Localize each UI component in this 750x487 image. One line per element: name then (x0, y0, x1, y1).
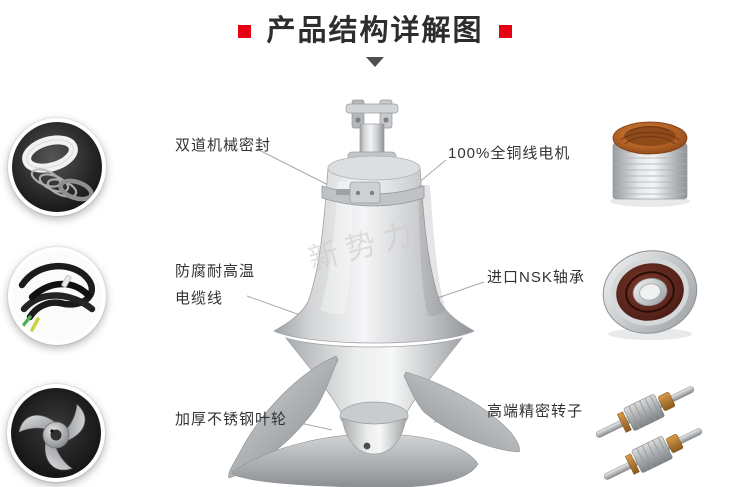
impeller-photo-image (11, 388, 101, 478)
propeller-hub (339, 401, 409, 455)
hose-clamp (321, 181, 425, 207)
callout-label-impeller: 加厚不锈钢叶轮 (175, 411, 288, 428)
rotor-shaft-top (595, 386, 695, 438)
propeller-blade-left (228, 355, 339, 479)
bearing-photo (594, 244, 706, 344)
bearing-photo-image (602, 250, 698, 340)
impeller-photo (7, 384, 105, 482)
submersible-mixer-illustration (228, 99, 520, 487)
title-right-accent-square (498, 24, 512, 38)
mechanical-seal-photo (8, 118, 106, 216)
mechanical-seal-photo-image (12, 122, 102, 212)
rotor-shaft-bottom (603, 428, 703, 480)
callout-label-cable-line1: 防腐耐高温 (175, 263, 256, 280)
motor-stator-photo-image (610, 121, 690, 207)
title-pointer-triangle-icon (366, 57, 384, 67)
propeller-blades (228, 355, 520, 487)
motor-stator-photo (591, 110, 709, 210)
callout-label-cable: 防腐耐高温 电缆线 (175, 258, 255, 312)
callout-label-cable-line2: 电缆线 (175, 290, 224, 307)
callout-label-bearing: 进口NSK轴承 (487, 269, 585, 286)
callout-label-seal: 双道机械密封 (175, 137, 272, 154)
rotor-photo (589, 376, 713, 484)
callout-label-motor: 100%全铜线电机 (448, 145, 571, 162)
cable-photo-image (12, 251, 102, 341)
cable-photo (8, 247, 106, 345)
motor-housing (273, 155, 475, 344)
title-left-accent-square (238, 24, 252, 38)
propeller-blade-right (403, 371, 520, 453)
rotor-photo-image (595, 386, 703, 480)
callout-label-rotor: 高端精密转子 (487, 403, 584, 420)
propeller-blade-front (231, 433, 479, 487)
header: 产品结构详解图 (0, 14, 750, 49)
page-title: 产品结构详解图 (266, 15, 484, 47)
